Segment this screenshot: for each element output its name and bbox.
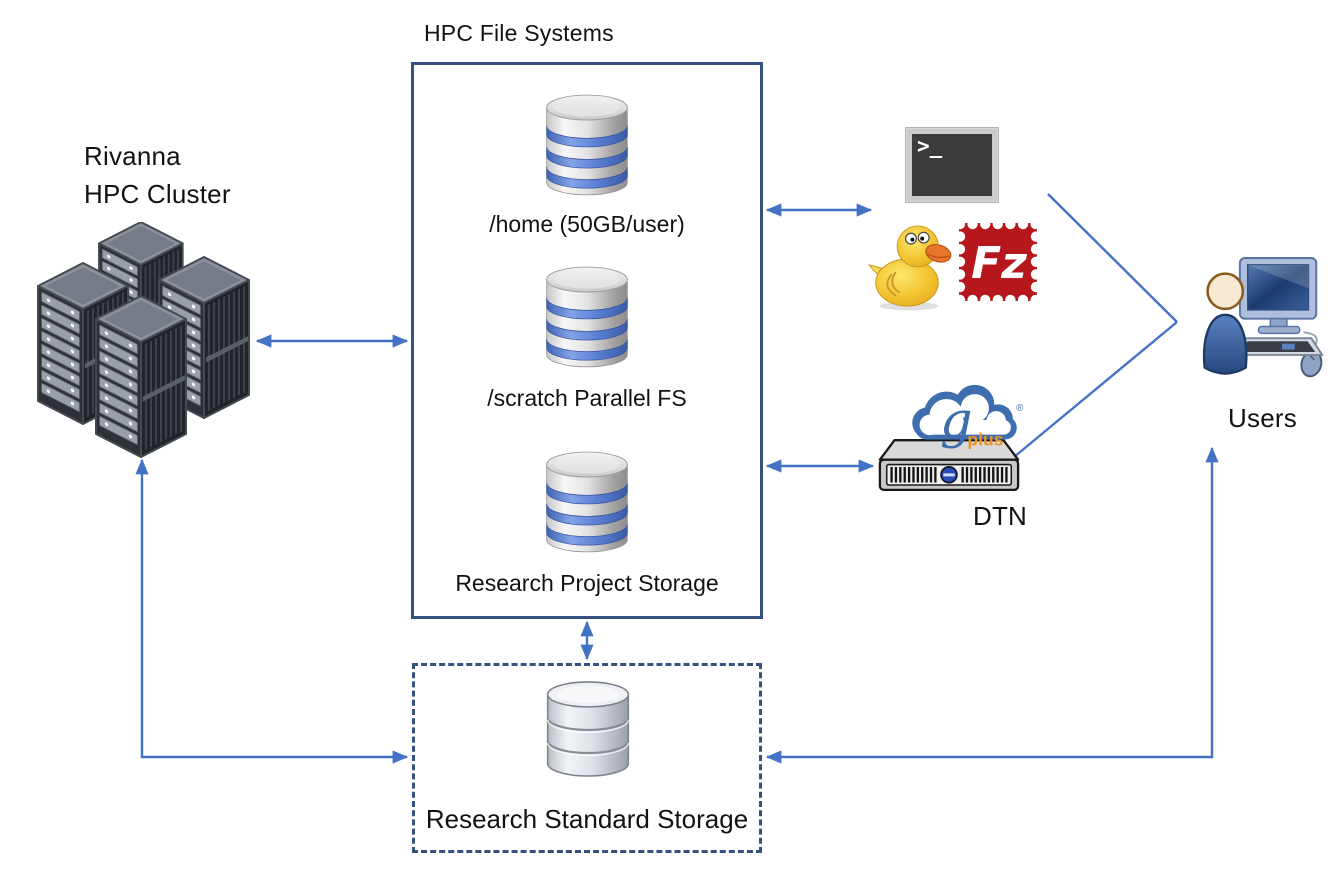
- terminal-icon: >_: [905, 127, 999, 203]
- user-at-computer-icon: [1202, 257, 1324, 378]
- rivanna-cluster-label: Rivanna HPC Cluster: [84, 137, 231, 213]
- rivanna-label-line2: HPC Cluster: [84, 179, 231, 209]
- dtn-label: DTN: [972, 501, 1028, 531]
- server-rack-cluster-icon: [28, 222, 260, 460]
- filezilla-glyph: Fz: [971, 238, 1027, 289]
- connector-users-standard: [765, 446, 1219, 764]
- connector-tools-users: [1047, 193, 1178, 323]
- file-systems-box: /home (50GB/user) /scratch Parallel FS R…: [411, 62, 763, 619]
- cyberduck-duck-icon: [867, 225, 952, 311]
- globus-plus-glyph: plus: [967, 429, 1003, 449]
- connector-dtn-users: [1007, 321, 1178, 463]
- connector-cluster-standard: [135, 458, 409, 764]
- globus-registered-mark: ®: [1016, 403, 1024, 414]
- globus-cloud-icon: g plus ®: [912, 384, 1024, 450]
- project-database-icon: [546, 451, 628, 553]
- home-database-icon: [546, 94, 628, 196]
- scratch-database-icon: [546, 266, 628, 368]
- users-label: Users: [1228, 403, 1297, 433]
- standard-database-icon: [546, 681, 630, 777]
- standard-storage-label: Research Standard Storage: [425, 804, 749, 834]
- file-systems-box-title: HPC File Systems: [424, 20, 614, 46]
- rivanna-label-line1: Rivanna: [84, 141, 181, 171]
- home-storage-label: /home (50GB/user): [489, 211, 685, 237]
- globus-g-glyph: g: [940, 391, 973, 450]
- project-storage-label: Research Project Storage: [455, 570, 719, 596]
- terminal-prompt: >_: [912, 134, 992, 196]
- standard-storage-box: Research Standard Storage: [412, 663, 762, 853]
- filezilla-stamp-icon: Fz: [956, 220, 1040, 304]
- scratch-storage-label: /scratch Parallel FS: [487, 385, 687, 411]
